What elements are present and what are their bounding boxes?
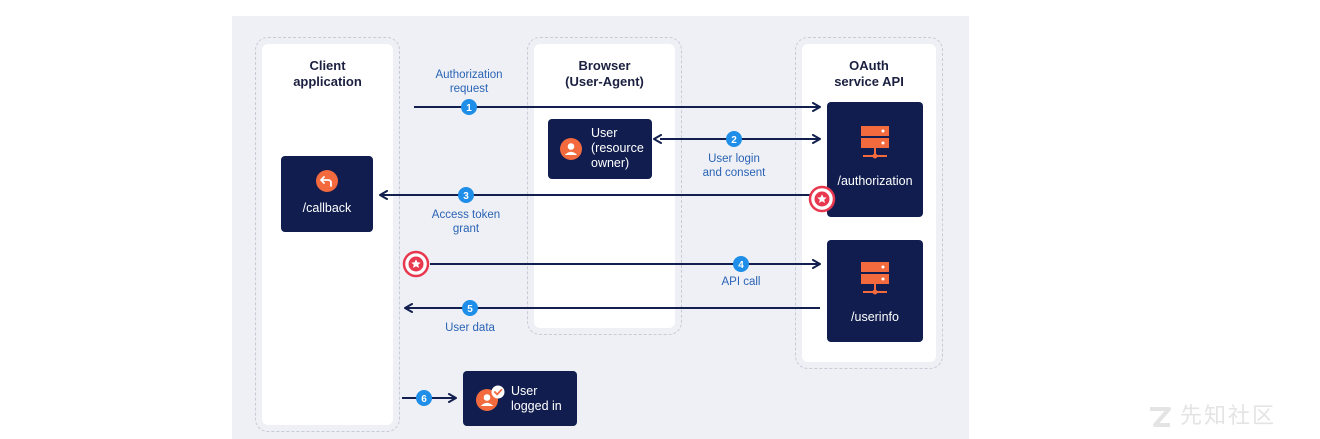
return-arrow-icon (316, 170, 338, 192)
lane-title-oauth: OAuth service API (834, 58, 904, 89)
userinfo-label: /userinfo (851, 310, 899, 324)
server-icon (861, 126, 889, 159)
step-number-4: 4 (738, 260, 744, 271)
user-logged-in-box: User logged in (463, 371, 577, 426)
user-logged-in-label: User logged in (511, 384, 562, 413)
step-number-6: 6 (421, 394, 427, 405)
step-number-5: 5 (467, 304, 473, 315)
step-number-1: 1 (466, 103, 472, 114)
step-label-3: Access token grant (431, 209, 501, 235)
step-label-4: API call (721, 276, 761, 288)
callback-box: /callback (281, 156, 373, 232)
step-number-3: 3 (463, 191, 469, 202)
userinfo-endpoint-box: /userinfo (827, 240, 923, 342)
lane-title-browser: Browser (User-Agent) (565, 58, 644, 89)
watermark-logo-icon (1150, 407, 1171, 427)
user-check-icon (476, 385, 505, 411)
step-label-5: User data (445, 322, 495, 334)
step-badge-6: 6 (416, 390, 432, 406)
user-resource-owner-label: User (resource owner) (591, 126, 644, 170)
step-badge-2: 2 (726, 131, 742, 147)
authorization-endpoint-box: /authorization (827, 102, 923, 217)
user-resource-owner-box: User (resource owner) (548, 119, 652, 179)
step-badge-4: 4 (733, 256, 749, 272)
star-badge-icon (402, 250, 430, 278)
step-badge-1: 1 (461, 99, 477, 115)
step-badge-3: 3 (458, 187, 474, 203)
star-badge-icon (808, 185, 836, 213)
step-badge-5: 5 (462, 300, 478, 316)
step-label-1: Authorization request (435, 69, 503, 95)
lane-browser: Browser (User-Agent) (527, 37, 682, 335)
step-number-2: 2 (731, 135, 737, 146)
server-icon (861, 262, 889, 295)
step-label-2: User login and consent (702, 153, 766, 179)
user-icon (560, 138, 582, 160)
lane-title-client: Client application (293, 58, 362, 89)
authorization-label: /authorization (837, 174, 913, 188)
callback-label: /callback (302, 201, 352, 215)
lane-client-application: Client application (255, 37, 400, 432)
watermark-text: 先知社区 (1180, 404, 1277, 429)
